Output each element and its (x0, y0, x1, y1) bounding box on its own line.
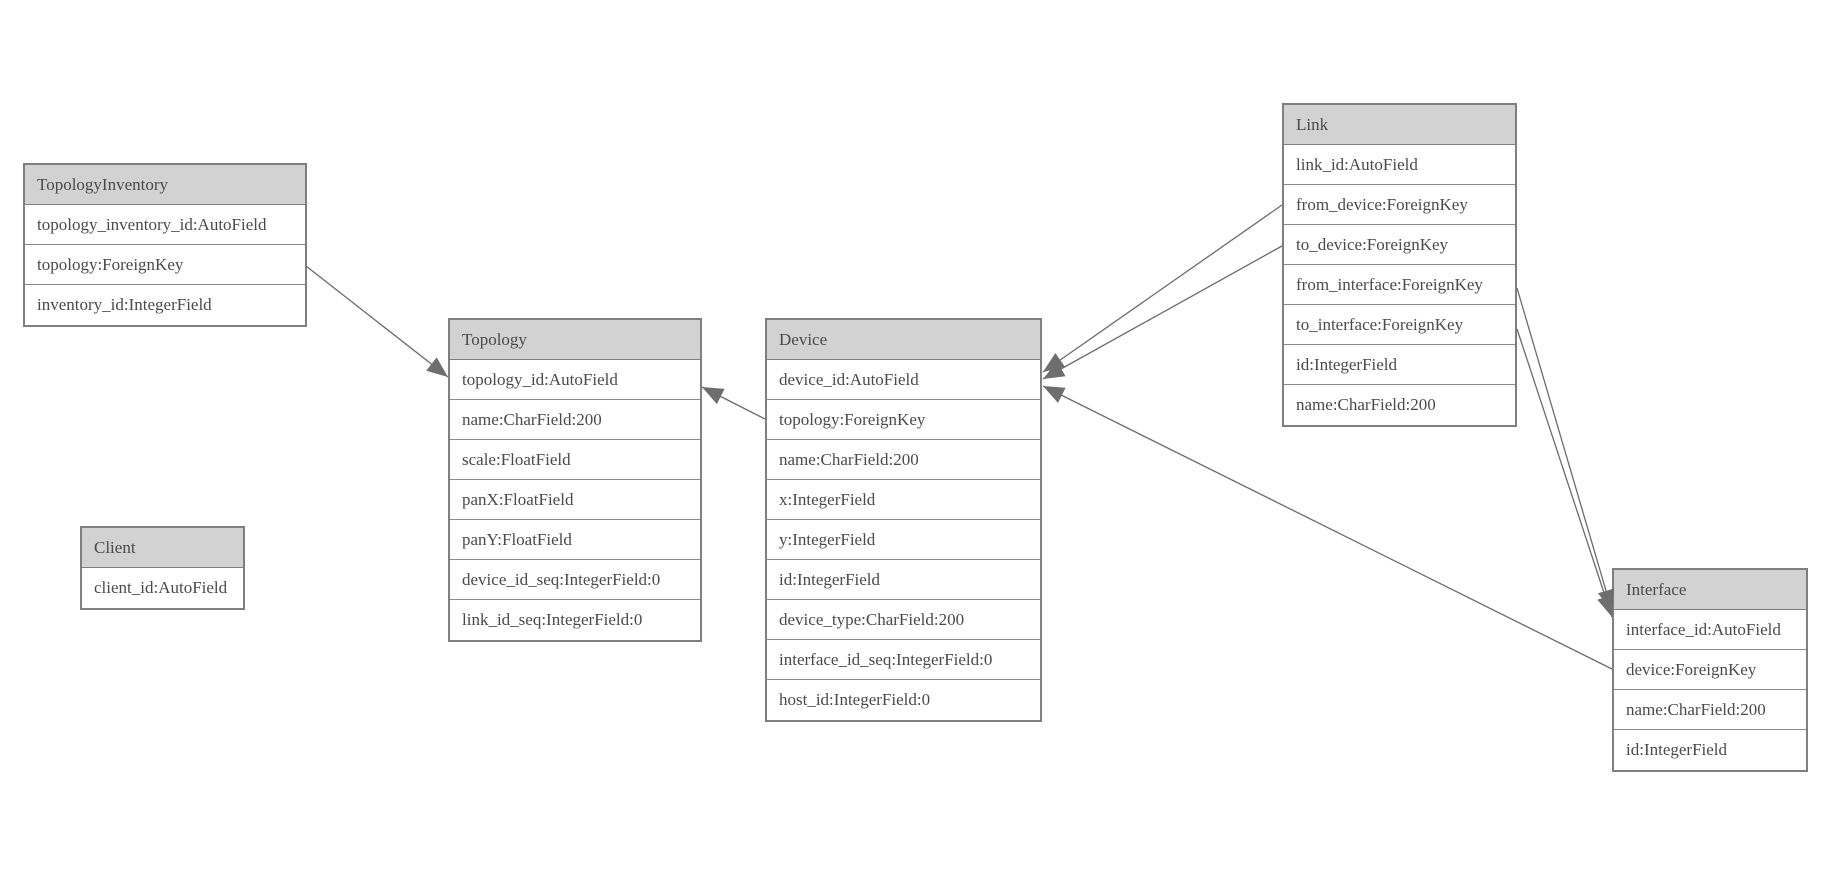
entity-field-row: interface_id:AutoField (1614, 610, 1806, 650)
entity-field-row: name:CharField:200 (1284, 385, 1515, 425)
entity-field-row: name:CharField:200 (767, 440, 1040, 480)
entity-field-row: name:CharField:200 (450, 400, 700, 440)
entity-field-row: topology_inventory_id:AutoField (25, 205, 305, 245)
entity-field-row: device_id:AutoField (767, 360, 1040, 400)
entity-field-row: x:IntegerField (767, 480, 1040, 520)
entity-field-row: device_type:CharField:200 (767, 600, 1040, 640)
entity-field-row: panY:FloatField (450, 520, 700, 560)
entity-field-row: topology:ForeignKey (25, 245, 305, 285)
entity-field-row: topology_id:AutoField (450, 360, 700, 400)
entity-field-row: name:CharField:200 (1614, 690, 1806, 730)
relation-arrowhead (426, 357, 448, 377)
entity-field-row: id:IntegerField (767, 560, 1040, 600)
relation-line (1042, 204, 1283, 373)
entity-field-row: device_id_seq:IntegerField:0 (450, 560, 700, 600)
entity-title: TopologyInventory (25, 165, 305, 205)
relation-line (1042, 245, 1283, 380)
relation-line (305, 265, 449, 378)
entity-field-row: inventory_id:IntegerField (25, 285, 305, 325)
entity-title: Topology (450, 320, 700, 360)
relation-arrowhead (702, 387, 725, 405)
entity-field-row: from_interface:ForeignKey (1284, 265, 1515, 305)
relation-line (701, 386, 766, 420)
entity-field-row: scale:FloatField (450, 440, 700, 480)
entity-title: Device (767, 320, 1040, 360)
entity-field-row: device:ForeignKey (1614, 650, 1806, 690)
entity-field-row: link_id_seq:IntegerField:0 (450, 600, 700, 640)
entity-field-row: to_device:ForeignKey (1284, 225, 1515, 265)
entity-field-row: client_id:AutoField (82, 568, 243, 608)
relation-arrowhead (1043, 386, 1066, 403)
entity-title: Client (82, 528, 243, 568)
entity-title: Link (1284, 105, 1515, 145)
entity-title: Interface (1614, 570, 1806, 610)
entity-field-row: panX:FloatField (450, 480, 700, 520)
entity-field-row: y:IntegerField (767, 520, 1040, 560)
relation-line (1042, 385, 1613, 670)
entity-field-row: topology:ForeignKey (767, 400, 1040, 440)
relation-line (1516, 328, 1613, 618)
entity-field-row: link_id:AutoField (1284, 145, 1515, 185)
entity-field-row: id:IntegerField (1284, 345, 1515, 385)
entity-field-row: interface_id_seq:IntegerField:0 (767, 640, 1040, 680)
entity-field-row: host_id:IntegerField:0 (767, 680, 1040, 720)
relation-arrowhead (1043, 361, 1066, 379)
entity-field-row: to_interface:ForeignKey (1284, 305, 1515, 345)
entity-field-row: from_device:ForeignKey (1284, 185, 1515, 225)
relation-arrowhead (1043, 353, 1066, 372)
relation-line (1516, 287, 1613, 612)
entity-field-row: id:IntegerField (1614, 730, 1806, 770)
